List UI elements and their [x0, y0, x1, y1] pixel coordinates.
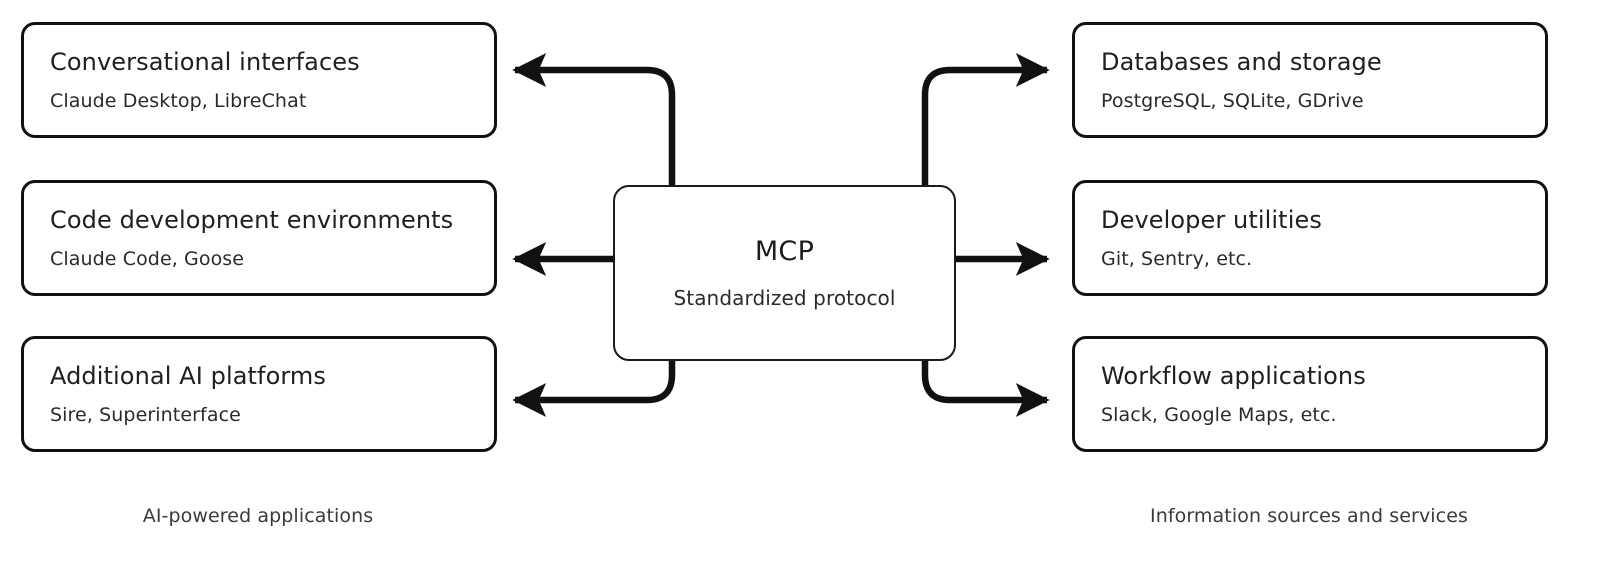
hub-title: MCP — [754, 236, 815, 267]
node-subtitle: Slack, Google Maps, etc. — [1101, 403, 1337, 426]
node-title: Additional AI platforms — [50, 361, 327, 390]
connector-hub-to-additional-ai-platforms — [512, 361, 676, 417]
node-code-development-environments[interactable]: Code development environments Claude Cod… — [21, 180, 497, 296]
connector-hub-to-workflow-applications — [921, 361, 1050, 417]
node-title: Workflow applications — [1101, 361, 1366, 390]
node-subtitle: Git, Sentry, etc. — [1101, 247, 1253, 270]
node-conversational-interfaces[interactable]: Conversational interfaces Claude Desktop… — [21, 22, 497, 138]
node-subtitle: Claude Code, Goose — [50, 247, 245, 270]
node-subtitle: Claude Desktop, LibreChat — [50, 89, 307, 112]
node-title: Conversational interfaces — [50, 47, 360, 76]
hub-mcp[interactable]: MCP Standardized protocol — [613, 185, 956, 361]
caption-left-group: AI-powered applications — [142, 505, 374, 527]
node-title: Developer utilities — [1101, 205, 1322, 234]
node-databases-and-storage[interactable]: Databases and storage PostgreSQL, SQLite… — [1072, 22, 1548, 138]
connector-hub-to-databases-and-storage — [921, 53, 1050, 186]
node-subtitle: PostgreSQL, SQLite, GDrive — [1101, 89, 1364, 112]
node-developer-utilities[interactable]: Developer utilities Git, Sentry, etc. — [1072, 180, 1548, 296]
node-title: Code development environments — [50, 205, 454, 234]
node-workflow-applications[interactable]: Workflow applications Slack, Google Maps… — [1072, 336, 1548, 452]
node-subtitle: Sire, Superinterface — [50, 403, 241, 426]
hub-subtitle: Standardized protocol — [673, 286, 896, 310]
connector-hub-to-conversational-interfaces — [512, 53, 676, 186]
node-title: Databases and storage — [1101, 47, 1382, 76]
caption-right-group: Information sources and services — [1150, 505, 1468, 527]
node-additional-ai-platforms[interactable]: Additional AI platforms Sire, Superinter… — [21, 336, 497, 452]
